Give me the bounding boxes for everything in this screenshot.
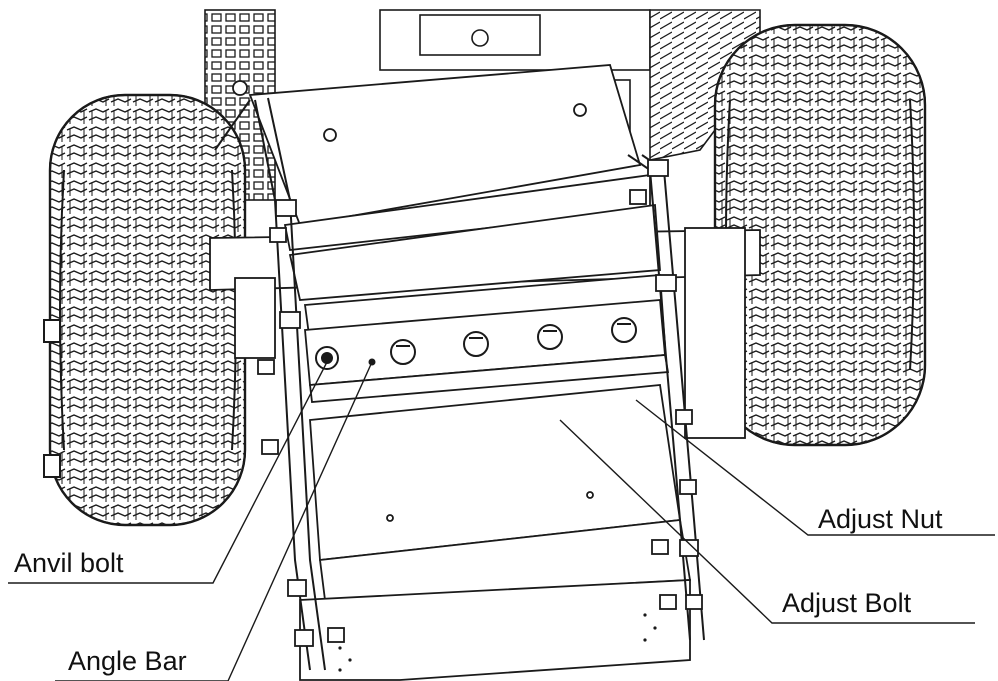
angle-bar-leader — [55, 361, 373, 681]
angle-bar-label: Angle Bar — [68, 646, 187, 676]
anvil-bolts — [315, 317, 637, 370]
anvil-bolt-label: Anvil bolt — [14, 548, 124, 578]
engine-body — [204, 9, 761, 201]
callout-leaders — [8, 361, 995, 681]
adjust-bolt-label: Adjust Bolt — [782, 588, 912, 618]
adjust-bolt-leader — [559, 419, 975, 624]
anvil-bolt-leader — [8, 361, 328, 584]
chute-holes — [338, 613, 657, 672]
left-wheel — [43, 93, 247, 527]
adjust-nut-leader — [635, 399, 995, 536]
lower-chute — [299, 384, 692, 681]
adjust-nut-label: Adjust Nut — [818, 504, 943, 534]
rail-bolts — [232, 80, 703, 647]
